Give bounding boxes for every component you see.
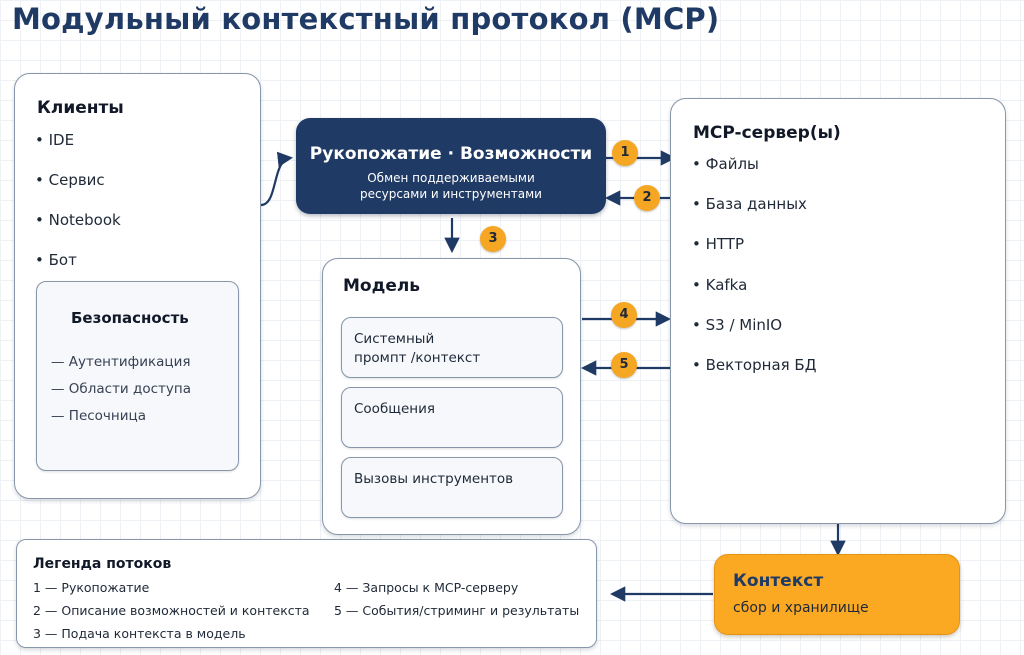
security-item-sandbox: — Песочница	[51, 408, 146, 424]
legend-item-2: 2 — Описание возможностей и контекста	[33, 603, 310, 618]
server-item-s3: • S3 / MinIO	[692, 316, 783, 334]
handshake-title: Рукопожатие · Возможности	[309, 144, 593, 164]
flow-badge-4: 4	[611, 302, 637, 328]
legend-item-1: 1 — Рукопожатие	[33, 580, 150, 595]
legend-item-3: 3 — Подача контекста в модель	[33, 626, 246, 641]
clients-card: Клиенты • IDE • Сервис • Notebook • Бот …	[14, 73, 261, 499]
handshake-subtitle: Обмен поддерживаемыми ресурсами и инстру…	[360, 171, 542, 201]
client-item-notebook: • Notebook	[35, 211, 121, 229]
legend-item-5: 5 — События/стриминг и результаты	[334, 603, 580, 618]
model-card: Модель Системный промпт /контекст Сообще…	[322, 258, 581, 535]
legend-title: Легенда потоков	[33, 556, 172, 572]
flow-badge-1: 1	[612, 140, 638, 166]
arrow-clients-handshake	[260, 151, 294, 207]
security-item-auth: — Аутентификация	[51, 354, 191, 370]
server-item-database: • База данных	[692, 195, 807, 213]
flow-badge-2: 2	[634, 185, 660, 211]
security-title: Безопасность	[71, 309, 189, 327]
server-item-files: • Файлы	[692, 155, 759, 173]
flow-badge-3: 3	[480, 226, 506, 252]
client-item-service: • Сервис	[35, 171, 105, 189]
client-item-bot: • Бот	[35, 251, 77, 269]
handshake-box: Рукопожатие · Возможности Обмен поддержи…	[296, 118, 606, 214]
mcp-server-title: MCP-сервер(ы)	[693, 123, 841, 143]
context-box: Контекст сбор и хранилище	[714, 554, 960, 635]
flow-badge-5: 5	[611, 352, 637, 378]
clients-title: Клиенты	[37, 98, 124, 118]
model-title: Модель	[343, 276, 421, 296]
server-item-vector-db: • Векторная БД	[692, 356, 817, 374]
server-item-http: • HTTP	[692, 235, 745, 253]
legend-item-4: 4 — Запросы к MCP-серверу	[334, 580, 519, 595]
security-box: Безопасность — Аутентификация — Области …	[36, 281, 239, 471]
context-subtitle: сбор и хранилище	[733, 600, 869, 616]
mcp-server-card: MCP-сервер(ы) • Файлы • База данных • HT…	[670, 98, 1006, 524]
model-box-tool-calls: Вызовы инструментов	[341, 457, 563, 518]
context-title: Контекст	[733, 571, 824, 591]
model-box-system-prompt: Системный промпт /контекст	[341, 317, 563, 378]
page-title: Модульный контекстный протокол (MCP)	[12, 2, 720, 36]
legend-card: Легенда потоков 1 — Рукопожатие 2 — Опис…	[16, 539, 597, 648]
model-box-messages: Сообщения	[341, 387, 563, 448]
client-item-ide: • IDE	[35, 131, 75, 149]
security-item-scopes: — Области доступа	[51, 381, 191, 397]
server-item-kafka: • Kafka	[692, 276, 748, 294]
